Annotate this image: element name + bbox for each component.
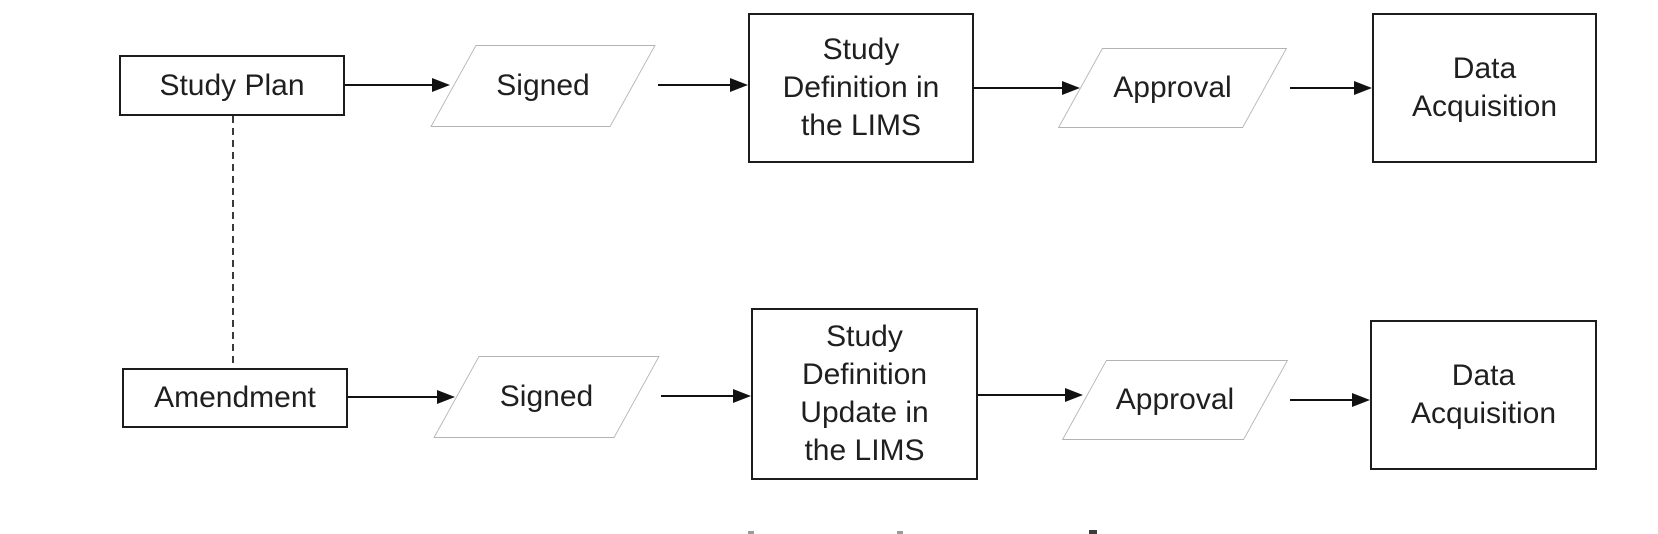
node-study-definition-lims: Study Definition in the LIMS (748, 13, 974, 163)
flow-arrow-line (978, 394, 1066, 396)
flow-arrow-line (974, 87, 1063, 89)
node-study-plan: Study Plan (119, 55, 345, 116)
flow-arrow-line (1290, 87, 1355, 89)
arrowhead-icon (730, 78, 748, 92)
arrowhead-icon (733, 389, 751, 403)
node-amendment: Amendment (122, 368, 348, 428)
node-study-definition-update-lims: Study Definition Update in the LIMS (751, 308, 978, 480)
arrowhead-icon (1352, 393, 1370, 407)
node-signed-bottom: Signed (433, 356, 660, 438)
node-study-definition-update-lims-label: Study Definition Update in the LIMS (800, 320, 929, 467)
flow-arrow-line (661, 395, 734, 397)
dashed-connector-study-plan-amendment (232, 116, 234, 368)
node-data-acquisition-bottom: Data Acquisition (1370, 320, 1597, 470)
node-approval-top-label: Approval (1113, 71, 1232, 104)
flow-arrow-line (658, 84, 730, 86)
flow-arrow-line (1290, 399, 1353, 401)
node-approval-bottom: Approval (1061, 360, 1289, 440)
node-study-plan-label: Study Plan (159, 68, 305, 102)
flow-arrow-line (348, 396, 438, 398)
node-signed-top: Signed (430, 45, 656, 127)
node-data-acquisition-top: Data Acquisition (1372, 13, 1597, 163)
arrowhead-icon (437, 390, 455, 404)
node-approval-top: Approval (1057, 48, 1288, 128)
flow-arrow-line (345, 84, 433, 86)
node-data-acquisition-top-label: Data Acquisition (1411, 52, 1558, 123)
node-signed-top-label: Signed (496, 69, 590, 102)
node-signed-bottom-label: Signed (499, 380, 594, 413)
cut-off-text-fragment (897, 531, 903, 534)
cut-off-text-fragment (748, 531, 754, 534)
arrowhead-icon (432, 78, 450, 92)
node-amendment-label: Amendment (154, 381, 316, 414)
node-study-definition-lims-label: Study Definition in the LIMS (782, 33, 940, 142)
node-data-acquisition-bottom-label: Data Acquisition (1410, 359, 1557, 430)
cut-off-text-fragment (1089, 530, 1097, 534)
node-approval-bottom-label: Approval (1115, 383, 1235, 416)
arrowhead-icon (1065, 388, 1083, 402)
arrowhead-icon (1354, 81, 1372, 95)
arrowhead-icon (1062, 81, 1080, 95)
